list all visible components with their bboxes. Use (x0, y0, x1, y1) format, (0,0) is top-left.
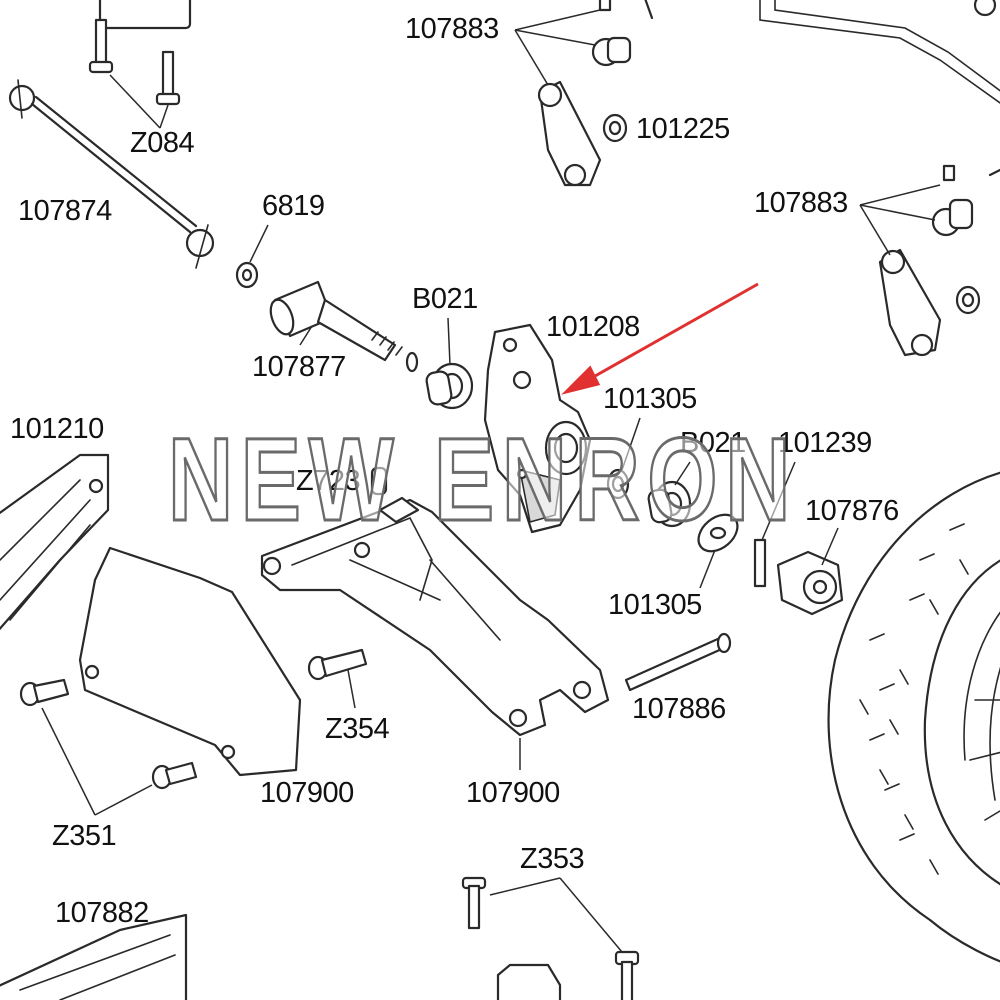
label-b021-top: B021 (412, 283, 478, 315)
label-107900-right: 107900 (466, 777, 560, 809)
label-101305-top: 101305 (603, 383, 697, 415)
label-107876: 107876 (805, 495, 899, 527)
part-z723-pin (370, 466, 388, 496)
part-107882-fragment (0, 913, 188, 1000)
part-107876-hex-hub (776, 550, 844, 616)
label-101239: 101239 (778, 427, 872, 459)
label-107877: 107877 (252, 351, 346, 383)
label-107883-right: 107883 (754, 187, 848, 219)
label-107874: 107874 (18, 195, 112, 227)
part-101225-bushing (602, 113, 628, 143)
part-107900-lower-arm (260, 496, 610, 737)
label-107883-top: 107883 (405, 13, 499, 45)
part-107900-guard-plate (78, 546, 302, 777)
label-101208: 101208 (546, 311, 640, 343)
label-101305-bottom: 101305 (608, 589, 702, 621)
label-107882: 107882 (55, 897, 149, 929)
part-bottom-bracket (496, 963, 562, 1000)
part-wheel-tire (827, 471, 1000, 963)
leader-lines (41, 9, 941, 953)
part-107877-output-cup (269, 280, 419, 373)
part-b021-bearing-mid (647, 480, 692, 528)
part-107886-hinge-pin (624, 632, 732, 692)
label-107886: 107886 (632, 693, 726, 725)
part-6819-washer (235, 261, 259, 289)
part-107874-drive-shaft (8, 79, 215, 269)
part-101305-spacer-top (606, 468, 630, 500)
label-z351: Z351 (52, 820, 116, 852)
label-101210: 101210 (10, 413, 104, 445)
part-b021-bearing-top (425, 362, 474, 410)
part-101208-hub-carrier (483, 323, 592, 534)
part-stabilizer-wire (759, 0, 1000, 177)
label-z723: Z723 (296, 465, 360, 497)
label-z353: Z353 (520, 843, 584, 875)
label-6819: 6819 (262, 190, 325, 222)
watermark-text: NEW ENRON (168, 414, 798, 546)
label-z354: Z354 (325, 713, 389, 745)
part-labels: 107883 Z084 101225 107874 6819 107883 B0… (10, 13, 899, 929)
part-top-block (98, 0, 192, 30)
part-z354-screw (307, 648, 368, 681)
part-z353-screws (461, 876, 640, 1000)
label-107900-left: 107900 (260, 777, 354, 809)
part-z084-screws (88, 18, 181, 106)
label-101225: 101225 (636, 113, 730, 145)
part-101305-washer-bottom (697, 513, 739, 553)
label-b021-mid: B021 (680, 427, 746, 459)
red-pointer-arrow (561, 282, 759, 395)
label-z084: Z084 (130, 127, 194, 159)
part-101210-arm (0, 453, 110, 631)
part-107883-linkage-right (878, 164, 981, 357)
part-z351-screws (19, 678, 198, 790)
part-101239-pin (753, 538, 767, 588)
part-107883-linkage-top (537, 0, 654, 187)
